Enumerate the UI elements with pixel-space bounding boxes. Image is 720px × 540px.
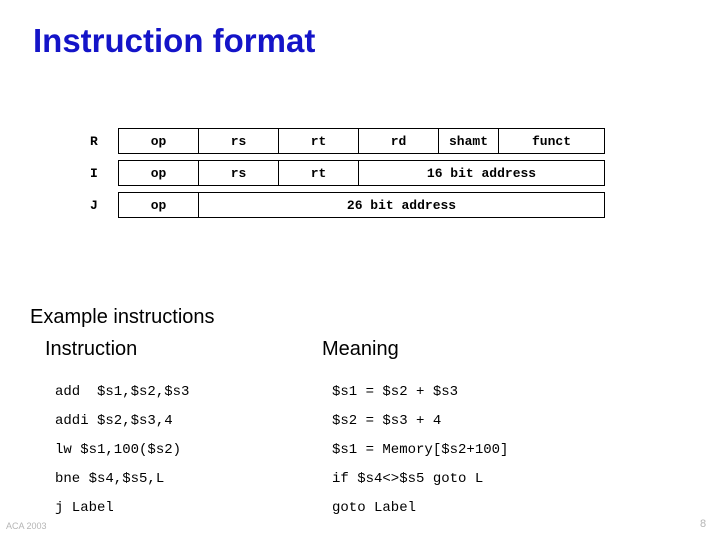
meaning-line: goto Label bbox=[332, 500, 417, 516]
meaning-line: $s1 = Memory[$s2+100] bbox=[332, 442, 509, 458]
format-row-cells: op 26 bit address bbox=[118, 192, 605, 218]
instruction-line: addi $s2,$s3,4 bbox=[55, 413, 173, 429]
format-row-label: J bbox=[90, 197, 98, 213]
format-field-cell: rs bbox=[199, 161, 279, 185]
page-title: Instruction format bbox=[33, 22, 316, 59]
meaning-line: $s1 = $s2 + $s3 bbox=[332, 384, 459, 400]
footer-page-number: 8 bbox=[700, 518, 707, 530]
instruction-column: add $s1,$s2,$s3 addi $s2,$s3,4 lw $s1,100(… bbox=[55, 378, 189, 523]
format-row-label: I bbox=[90, 165, 98, 181]
instruction-line: lw $s1,100($s2) bbox=[55, 442, 182, 458]
format-field-cell: shamt bbox=[439, 129, 499, 153]
format-field-cell: rs bbox=[199, 129, 279, 153]
instruction-line: j Label bbox=[55, 500, 114, 516]
format-field-cell: funct bbox=[531, 133, 571, 149]
format-field-cell: rt bbox=[279, 129, 359, 153]
format-field-cell: op bbox=[119, 161, 199, 185]
examples-heading: Example instructions bbox=[30, 306, 215, 328]
format-row-label: R bbox=[90, 133, 98, 149]
format-field-cell: 16 bit address bbox=[426, 165, 537, 181]
format-field-cell: op bbox=[119, 193, 199, 217]
column-header-instruction: Instruction bbox=[45, 338, 138, 360]
instruction-line: add $s1,$s2,$s3 bbox=[55, 384, 190, 400]
format-field-cell: rd bbox=[359, 129, 439, 153]
meaning-line: if $s4<>$s5 goto L bbox=[332, 471, 484, 487]
column-header-meaning: Meaning bbox=[322, 338, 399, 360]
format-field-cell: 26 bit address bbox=[346, 197, 457, 213]
format-field-cell: op bbox=[119, 129, 199, 153]
footer-course-label: ACA 2003 bbox=[6, 521, 47, 531]
meaning-line: $s2 = $s3 + 4 bbox=[332, 413, 442, 429]
meaning-column: $s1 = $s2 + $s3 $s2 = $s3 + 4 $s1 = Memory… bbox=[332, 378, 508, 523]
instruction-line: bne $s4,$s5,L bbox=[55, 471, 165, 487]
format-field-cell: rt bbox=[279, 161, 359, 185]
